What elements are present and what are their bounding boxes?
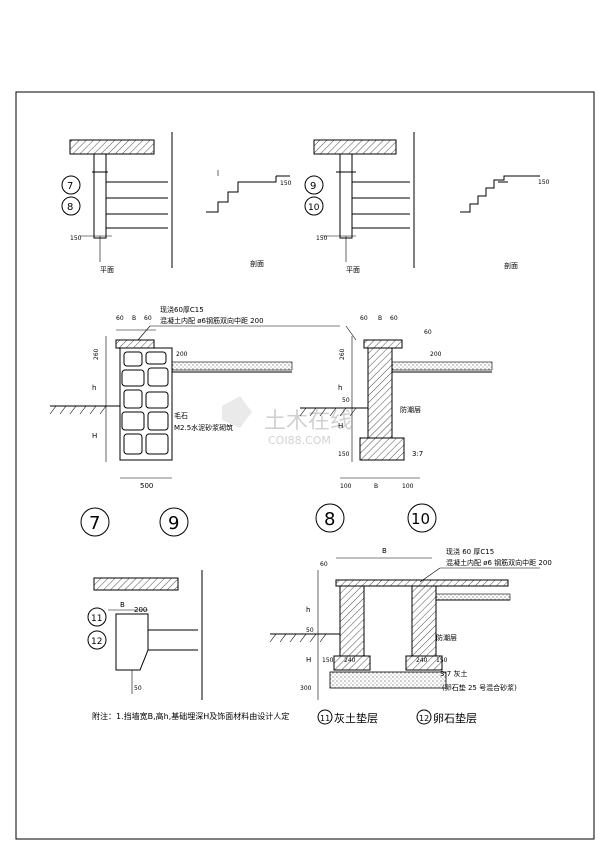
label-37: 3:7: [412, 450, 423, 458]
detail-titles-bottom: 11 灰土垫层 12 卵石垫层: [317, 709, 477, 725]
dim-150-sec2: 150: [538, 179, 550, 186]
dim-h: h: [92, 384, 96, 392]
dim-260-b: 260: [339, 348, 346, 360]
dim-b-top: B: [382, 547, 387, 555]
label-rubble: 毛石: [174, 411, 188, 420]
label-gravel: (卵石垫 25 号混合砂浆): [442, 683, 517, 692]
watermark: 土木在线 COI88.COM: [222, 396, 352, 447]
ref-circle-8: [61, 196, 81, 216]
title-num-11: 11: [320, 714, 330, 723]
dim-b-a: B: [132, 315, 136, 322]
dim-150: 150: [70, 235, 82, 242]
cap-note-2b: 混凝土内配 ø6 钢筋双向中距 200: [446, 558, 552, 567]
dim-60-a: 60: [116, 315, 124, 322]
ref-label-11: 11: [91, 614, 102, 624]
dim-240-a: 240: [344, 657, 356, 664]
watermark-text: 土木在线: [264, 409, 352, 434]
ref-circle-11: [87, 607, 107, 627]
dim-60-d: 60: [390, 315, 398, 322]
dim-200: 200: [176, 351, 188, 358]
detail-double-wall: 现浇 60 厚C15 混凝土内配 ø6 钢筋双向中距 200 B 60 h 50…: [269, 547, 552, 700]
dim-b-c: B: [378, 315, 382, 322]
plan-label-2: 平面: [346, 266, 360, 274]
title-text-11: 灰土垫层: [334, 711, 378, 725]
dim-h-3: h: [306, 606, 310, 614]
dim-60-f: 60: [320, 561, 328, 568]
detail-concrete-wall: 60 B 60 60 260 h 50 H 150 200 防潮层 3:7 10…: [299, 315, 493, 490]
watermark-sub: COI88.COM: [268, 434, 331, 447]
dim-150-2: 150: [316, 235, 328, 242]
dim-150-c: 150: [322, 657, 334, 664]
section-label-2: 剖面: [504, 261, 518, 270]
title-circle-9: [159, 507, 189, 537]
ref-label-7: 7: [67, 181, 73, 192]
title-circle-11: [317, 709, 333, 725]
dim-240-b: 240: [416, 657, 428, 664]
detail-section-1: 150 剖面: [206, 170, 292, 268]
ref-label-8: 8: [67, 202, 73, 213]
ref-circle-7: [61, 175, 81, 195]
dim-150-d: 150: [436, 657, 448, 664]
drawing-note: 附注：1.挡墙宽B,高h,基础埋深H及饰面材料由设计人定: [92, 711, 289, 721]
detail-section-2: 150 剖面: [460, 175, 550, 270]
dim-H-3: H: [306, 656, 311, 664]
cap-note-1: 现浇60厚C15: [160, 305, 204, 314]
title-label-9: 9: [168, 513, 179, 534]
title-label-8: 8: [324, 509, 335, 530]
detail-rubble-wall: 现浇60厚C15 混凝土内配 ø6钢筋双向中距 200 60 B 60: [49, 305, 340, 490]
label-mortar: M2.5水泥砂浆砌筑: [174, 423, 233, 432]
dim-200-b: 200: [430, 351, 442, 358]
dim-150-sec1: 150: [280, 180, 292, 187]
detail-plan-2: 9 10 150 平面: [304, 132, 415, 274]
dim-300: 300: [300, 685, 312, 692]
dim-h-b: h: [338, 384, 342, 392]
section-label-1: 剖面: [250, 259, 264, 268]
label-dampproof-2: 防潮层: [436, 633, 457, 642]
dim-500: 500: [140, 482, 153, 490]
ref-label-9: 9: [310, 181, 316, 192]
detail-plan-3: 11 12 B 200 50: [87, 570, 203, 700]
dim-50-3: 50: [134, 685, 142, 692]
dim-60-c: 60: [360, 315, 368, 322]
plan-label-1: 平面: [100, 266, 114, 274]
dim-150-b: 150: [338, 451, 350, 458]
ref-circle-9: [304, 175, 324, 195]
title-circle-10: [407, 503, 437, 533]
title-text-12: 卵石垫层: [433, 711, 477, 725]
detail-titles-middle: 7 9 8 10: [80, 503, 437, 537]
cap-note-2: 混凝土内配 ø6钢筋双向中距 200: [160, 316, 264, 325]
dim-b-d: B: [374, 483, 378, 490]
ref-circle-10: [304, 196, 324, 216]
title-label-7: 7: [89, 513, 100, 534]
dim-H-b: H: [338, 422, 343, 430]
title-num-12: 12: [419, 714, 429, 723]
dim-50-b: 50: [342, 397, 350, 404]
title-circle-7: [80, 507, 110, 537]
dim-100-b: 100: [402, 483, 414, 490]
dim-60-e: 60: [424, 329, 432, 336]
dim-260: 260: [93, 348, 100, 360]
detail-plan-1: 7 8 150 平面: [61, 132, 173, 274]
label-lime: 3:7 灰土: [440, 669, 468, 678]
dim-H: H: [92, 432, 97, 440]
title-label-10: 10: [411, 510, 430, 528]
sheet-border: [15, 91, 595, 840]
title-circle-8: [315, 503, 345, 533]
dim-50-4: 50: [306, 627, 314, 634]
ref-circle-12: [87, 630, 107, 650]
dim-b-3: B: [120, 601, 125, 609]
ref-label-12: 12: [91, 637, 102, 647]
title-circle-12: [416, 709, 432, 725]
cap-note-1b: 现浇 60 厚C15: [446, 547, 494, 556]
ref-label-10: 10: [308, 203, 320, 213]
dim-100-a: 100: [340, 483, 352, 490]
dim-60-b: 60: [144, 315, 152, 322]
label-dampproof: 防潮层: [400, 405, 421, 414]
dim-200-3: 200: [134, 606, 147, 614]
